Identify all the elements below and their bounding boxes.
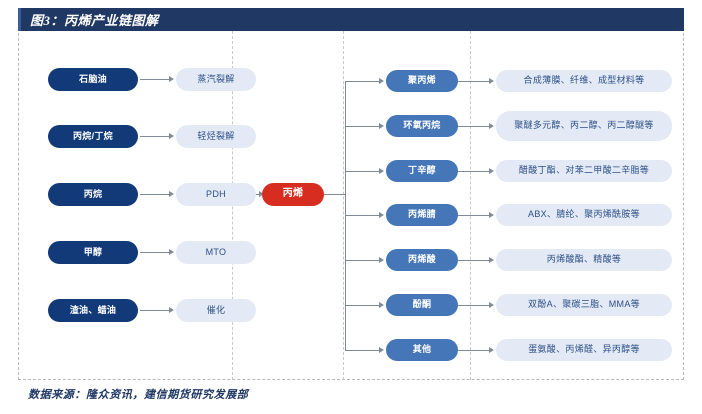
hub-node-propylene[interactable]: 丙烯 [262, 183, 324, 206]
arrowhead-feedstock-4 [169, 307, 174, 313]
arrowhead-feedstock-0 [169, 76, 174, 82]
connector-feedstock-1 [140, 136, 170, 137]
application-node-4[interactable]: 丙烯酸酯、精酸等 [496, 249, 672, 271]
connector-hub-to-trunk [324, 194, 345, 195]
connector-feedstock-2 [140, 194, 170, 195]
figure-title: 图3：丙烯产业链图解 [30, 13, 159, 28]
feedstock-node-0[interactable]: 石脑油 [48, 68, 138, 91]
process-node-3[interactable]: MTO [176, 241, 256, 264]
arrowhead-branch-4 [379, 257, 384, 263]
connector-application-1 [458, 126, 490, 127]
arrowhead-application-5 [489, 302, 494, 308]
connector-application-5 [458, 305, 490, 306]
column-divider-right [470, 31, 471, 380]
connector-application-3 [458, 215, 490, 216]
arrowhead-feedstock-1 [169, 133, 174, 139]
connector-branch-3 [345, 215, 380, 216]
process-node-0[interactable]: 蒸汽裂解 [176, 68, 256, 91]
figure-title-bar: 图3：丙烯产业链图解 [18, 8, 684, 31]
downstream-node-5[interactable]: 酚酮 [386, 294, 458, 316]
column-divider-mid [343, 31, 344, 380]
downstream-node-4[interactable]: 丙烯酸 [386, 249, 458, 271]
connector-branch-1 [345, 126, 380, 127]
connector-feedstock-3 [140, 252, 170, 253]
arrowhead-branch-1 [379, 123, 384, 129]
application-node-6[interactable]: 蛋氨酸、丙烯醛、异丙醇等 [496, 339, 672, 361]
downstream-node-6[interactable]: 其他 [386, 339, 458, 361]
arrowhead-branch-0 [379, 78, 384, 84]
arrowhead-application-6 [489, 347, 494, 353]
application-node-5[interactable]: 双酚A、聚碳三脂、MMA等 [496, 294, 672, 316]
process-node-2[interactable]: PDH [176, 183, 256, 206]
connector-application-0 [458, 81, 490, 82]
feedstock-node-4[interactable]: 渣油、蜡油 [48, 299, 138, 322]
connector-feedstock-0 [140, 79, 170, 80]
connector-branch-2 [345, 171, 380, 172]
arrowhead-application-2 [489, 168, 494, 174]
connector-branch-0 [345, 81, 380, 82]
connector-branch-4 [345, 260, 380, 261]
process-node-1[interactable]: 轻烃裂解 [176, 125, 256, 148]
connector-feedstock-4 [140, 310, 170, 311]
arrowhead-hub-in [259, 191, 264, 197]
application-node-2[interactable]: 醋酸丁酯、对苯二甲酸二辛脂等 [496, 160, 672, 182]
connector-application-4 [458, 260, 490, 261]
application-node-1[interactable]: 聚醚多元醇、丙二醇、丙二醇醚等 [496, 111, 672, 141]
connector-branch-6 [345, 350, 380, 351]
arrowhead-branch-6 [379, 347, 384, 353]
downstream-node-0[interactable]: 聚丙烯 [386, 70, 458, 92]
downstream-trunk [345, 81, 346, 351]
connector-application-2 [458, 171, 490, 172]
feedstock-node-3[interactable]: 甲醇 [48, 241, 138, 264]
arrowhead-feedstock-3 [169, 249, 174, 255]
arrowhead-application-1 [489, 123, 494, 129]
downstream-node-3[interactable]: 丙烯腈 [386, 204, 458, 226]
feedstock-node-1[interactable]: 丙烷/丁烷 [48, 125, 138, 148]
source-note: 数据来源：隆众资讯，建信期货研究发展部 [28, 389, 249, 401]
application-node-3[interactable]: ABX、腈纶、聚丙烯酰胺等 [496, 204, 672, 226]
process-node-4[interactable]: 催化 [176, 299, 256, 322]
connector-application-6 [458, 350, 490, 351]
downstream-node-1[interactable]: 环氧丙烷 [386, 115, 458, 137]
feedstock-node-2[interactable]: 丙烷 [48, 183, 138, 206]
connector-branch-5 [345, 305, 380, 306]
arrowhead-application-4 [489, 257, 494, 263]
arrowhead-branch-5 [379, 302, 384, 308]
arrowhead-branch-2 [379, 168, 384, 174]
arrowhead-branch-3 [379, 212, 384, 218]
arrowhead-application-0 [489, 78, 494, 84]
arrowhead-feedstock-2 [169, 191, 174, 197]
application-node-0[interactable]: 合成薄膜、纤维、成型材料等 [496, 70, 672, 92]
downstream-node-2[interactable]: 丁辛醇 [386, 160, 458, 182]
arrowhead-application-3 [489, 212, 494, 218]
